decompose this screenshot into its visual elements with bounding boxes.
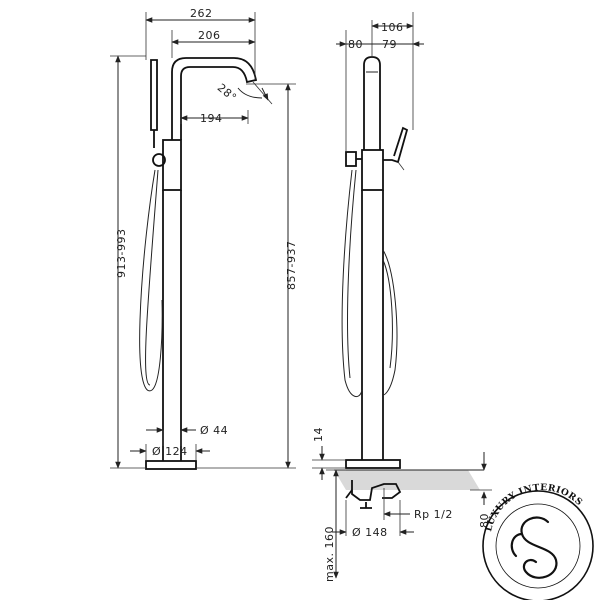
dim-79: 79	[382, 38, 397, 51]
side-base-plate	[345, 459, 401, 469]
side-knob	[345, 151, 357, 167]
dim-80: 80	[348, 38, 363, 51]
dim-28deg: 28°	[215, 81, 239, 104]
side-mixer-body	[361, 149, 384, 191]
column	[162, 190, 182, 448]
handle-knob	[152, 153, 166, 167]
dim-206: 206	[198, 29, 221, 42]
spout-outline	[171, 57, 258, 140]
dim-857-937: 857-937	[285, 241, 298, 290]
hose	[139, 169, 163, 392]
dim-262: 262	[190, 7, 213, 20]
luxury-interiors-logo: LUXURY INTERIORS	[482, 483, 594, 600]
dim-14: 14	[312, 427, 325, 442]
side-hose	[341, 169, 363, 398]
dim-dia-44: Ø 44	[200, 424, 228, 437]
dim-max-160: max. 160	[323, 526, 336, 582]
front-view: 262 206 194 28° 913-993 857-937 Ø 44 Ø 1…	[110, 7, 298, 470]
dim-106: 106	[381, 21, 404, 34]
side-view: 106 80 79 14 Rp 1/2 Ø 148 max. 160 80	[312, 12, 492, 582]
dim-913-993: 913-993	[115, 229, 128, 278]
hand-shower	[150, 59, 158, 148]
floor-section	[334, 470, 480, 490]
dim-dia-124: Ø 124	[152, 445, 188, 458]
base-plate	[145, 460, 197, 470]
side-column	[361, 190, 384, 460]
dim-dia-148: Ø 148	[352, 526, 388, 539]
logo-monogram-icon	[510, 516, 558, 579]
logo-inner-ring	[495, 503, 581, 589]
mixer-body	[162, 139, 182, 191]
dim-rp-half: Rp 1/2	[414, 508, 453, 521]
side-spout	[363, 56, 381, 150]
underfloor-fitting	[351, 480, 402, 501]
side-lever	[383, 126, 409, 164]
dim-194: 194	[200, 112, 223, 125]
